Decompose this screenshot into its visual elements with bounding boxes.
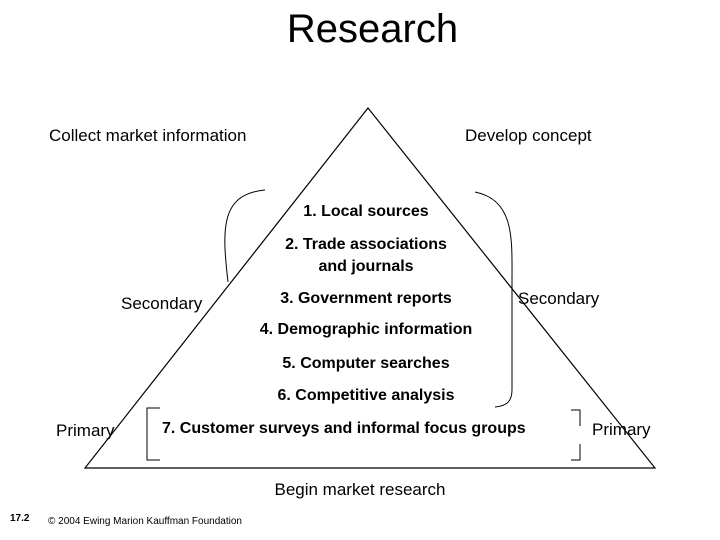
primary-left-label: Primary	[56, 421, 115, 440]
primary-right-bracket	[571, 409, 581, 461]
triangle-outline	[83, 107, 657, 469]
secondary-item-2-cont: and journals	[318, 258, 414, 275]
secondary-item-5: 5. Computer searches	[282, 355, 450, 372]
primary-item-7: 7. Customer surveys and informal focus g…	[162, 420, 526, 437]
base-label: Begin market research	[274, 480, 446, 499]
secondary-item-4: 4. Demographic information	[259, 321, 473, 338]
secondary-left-label: Secondary	[121, 294, 203, 313]
secondary-item-1: 1. Local sources	[303, 203, 429, 220]
secondary-right-bracket	[474, 191, 513, 408]
primary-left-bracket	[146, 407, 160, 461]
secondary-item-3: 3. Government reports	[280, 290, 452, 307]
primary-right-label: Primary	[592, 420, 651, 439]
slide-number: 17.2	[10, 513, 30, 524]
copyright-notice: © 2004 Ewing Marion Kauffman Foundation	[48, 516, 242, 527]
secondary-left-bracket	[224, 189, 266, 283]
secondary-right-label: Secondary	[518, 289, 600, 308]
secondary-item-6: 6. Competitive analysis	[277, 387, 455, 404]
apex-left-label: Collect market information	[49, 126, 247, 145]
apex-right-label: Develop concept	[465, 126, 592, 145]
page-title: Research	[286, 7, 459, 51]
secondary-item-2: 2. Trade associations	[285, 236, 447, 253]
